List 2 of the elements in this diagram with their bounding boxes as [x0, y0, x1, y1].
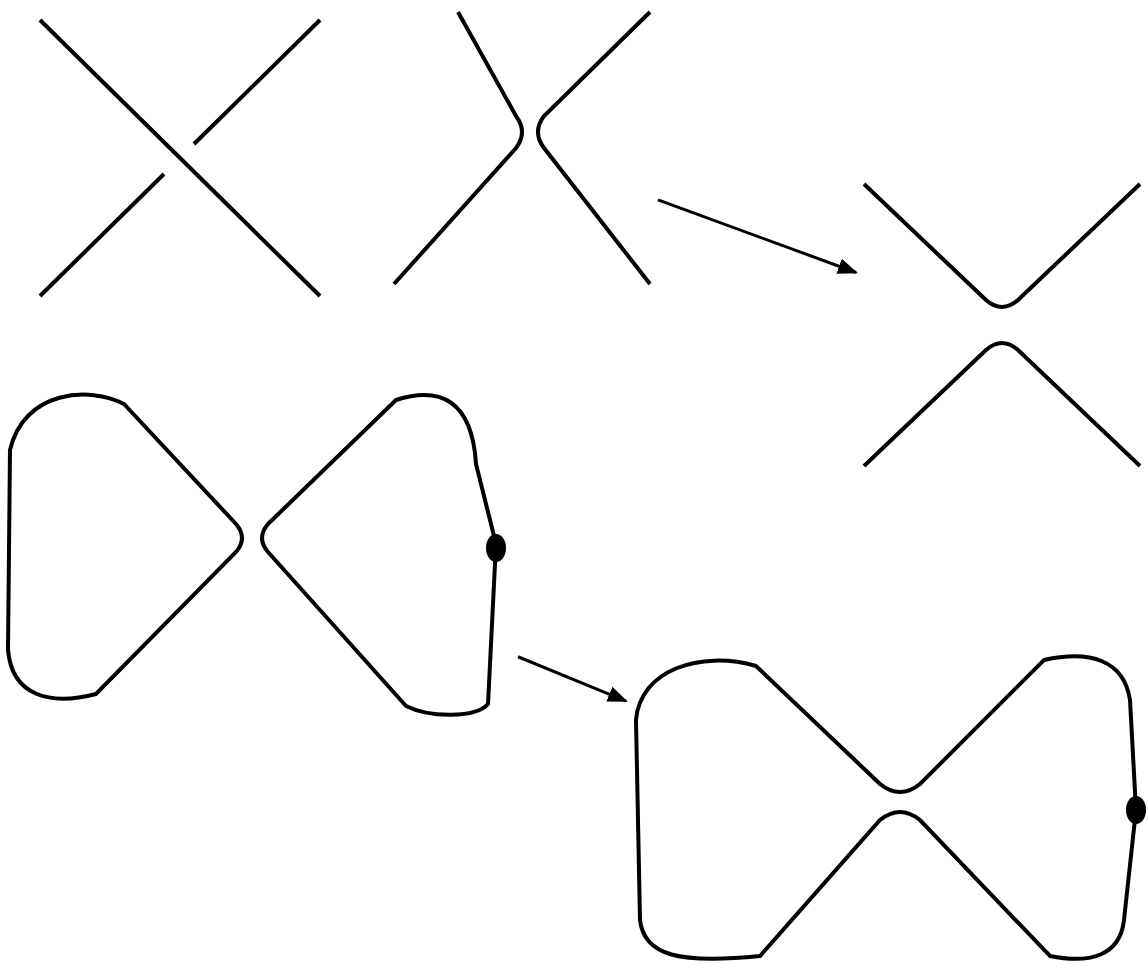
- arrow: [517, 655, 628, 703]
- arrow: [657, 198, 858, 274]
